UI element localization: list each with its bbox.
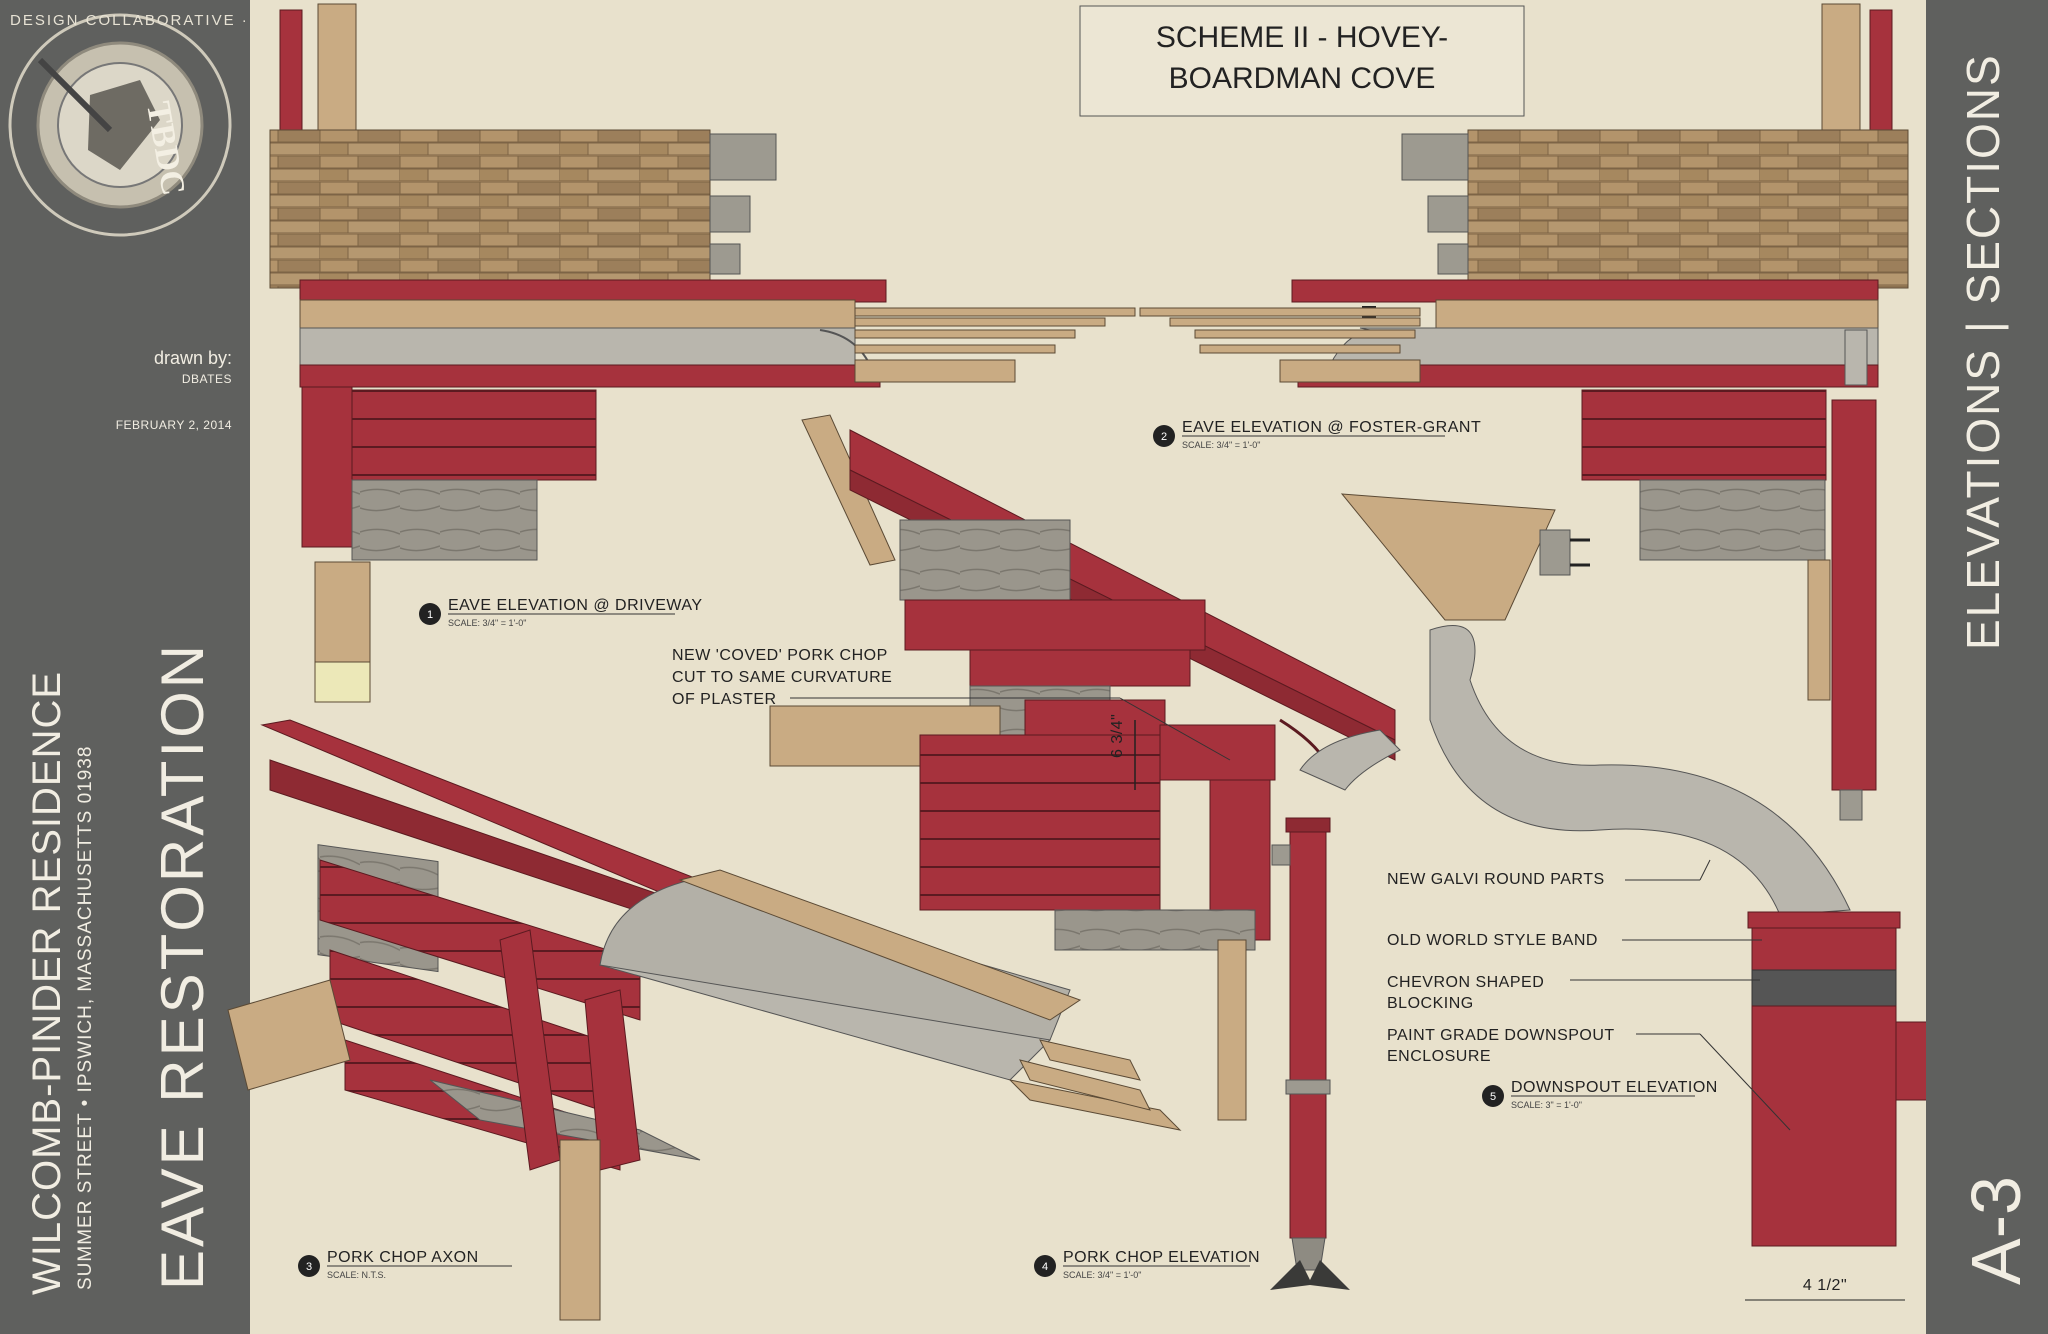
view-4-marker (1034, 1255, 1056, 1277)
view-2-title: EAVE ELEVATION @ FOSTER-GRANT (1182, 419, 1481, 436)
view-4-title: PORK CHOP ELEVATION (1063, 1249, 1260, 1266)
svg-text:OF PLASTER: OF PLASTER (672, 691, 777, 708)
title-block-left: TBDC DESIGN COLLABORATIVE · THE BATES dr… (0, 0, 250, 1334)
note-chevron-1: CHEVRON SHAPED (1387, 974, 1544, 991)
view-2-marker (1153, 425, 1175, 447)
view-5-title: DOWNSPOUT ELEVATION (1511, 1079, 1718, 1096)
view-4-scale: SCALE: 3/4" = 1'-0" (1063, 1270, 1141, 1280)
note-paint-2: ENCLOSURE (1387, 1048, 1491, 1065)
svg-text:4: 4 (1042, 1261, 1048, 1273)
note-band: OLD WORLD STYLE BAND (1387, 932, 1598, 949)
svg-text:NEW 'COVED' PORK CHOP: NEW 'COVED' PORK CHOP (672, 647, 888, 664)
note-chevron-2: BLOCKING (1387, 995, 1474, 1012)
firm-logo: TBDC DESIGN COLLABORATIVE · THE BATES (8, 12, 250, 237)
view-3-title: PORK CHOP AXON (327, 1249, 479, 1266)
svg-text:CUT TO SAME CURVATURE: CUT TO SAME CURVATURE (672, 669, 892, 686)
downspout-elevation: 4 1/2" 5 DOWNSPOUT ELEVATION SCALE: 3" =… (1340, 493, 1967, 1301)
svg-text:3: 3 (306, 1261, 312, 1273)
drawn-by-value: DBATES (181, 372, 232, 386)
view-3-scale: SCALE: N.T.S. (327, 1270, 386, 1280)
pork-chop-axon: 3 PORK CHOP AXON SCALE: N.T.S. (227, 719, 1182, 1321)
drawn-by-label: drawn by: (153, 348, 232, 368)
eave-elevation-driveway: 1 EAVE ELEVATION @ DRIVEWAY SCALE: 3/4" … (269, 3, 1136, 703)
note-paint-1: PAINT GRADE DOWNSPOUT (1387, 1027, 1615, 1044)
scheme-title-box: SCHEME II - HOVEY- BOARDMAN COVE (1079, 5, 1525, 117)
axe-icon (37, 57, 113, 133)
view-5-marker (1482, 1085, 1504, 1107)
figure-icon (88, 80, 160, 170)
view-3-marker (298, 1255, 320, 1277)
eave-elevation-foster-grant: 2 EAVE ELEVATION @ FOSTER-GRANT SCALE: 3… (1139, 3, 1909, 821)
view-1-marker (419, 603, 441, 625)
note-coved-pork-chop: NEW 'COVED' PORK CHOP CUT TO SAME CURVAT… (672, 647, 1231, 761)
drawing-date: FEBRUARY 2, 2014 (115, 418, 232, 432)
svg-text:2: 2 (1161, 431, 1167, 443)
pork-chop-elevation: 6 3/4" 4 PORK CHOP ELEVATION SCALE: 3/4"… (769, 414, 1401, 1290)
splash-block-icon (1270, 1260, 1350, 1290)
downspout-notes: NEW GALVI ROUND PARTS OLD WORLD STYLE BA… (1387, 859, 1791, 1131)
view-2-scale: SCALE: 3/4" = 1'-0" (1182, 440, 1260, 450)
title-block-right: ELEVATIONS | SECTIONS A-3 (1926, 0, 2048, 1334)
scheme-line-1: SCHEME II - HOVEY- (1156, 21, 1448, 54)
svg-text:1: 1 (427, 609, 433, 621)
view-5-scale: SCALE: 3" = 1'-0" (1511, 1100, 1582, 1110)
firm-ring-text: DESIGN COLLABORATIVE · THE BATES (10, 12, 250, 29)
note-galvi: NEW GALVI ROUND PARTS (1387, 871, 1605, 888)
svg-text:5: 5 (1490, 1091, 1496, 1103)
dim-6-3-4: 6 3/4" (1109, 714, 1126, 758)
scheme-line-2: BOARDMAN COVE (1169, 62, 1436, 95)
view-1-scale: SCALE: 3/4" = 1'-0" (448, 618, 526, 628)
sheet-category: ELEVATIONS | SECTIONS (1957, 53, 2009, 650)
sheet-number: A-3 (1957, 1176, 2035, 1285)
dim-4-1-2: 4 1/2" (1803, 1277, 1847, 1294)
view-1-title: EAVE ELEVATION @ DRIVEWAY (448, 597, 703, 614)
